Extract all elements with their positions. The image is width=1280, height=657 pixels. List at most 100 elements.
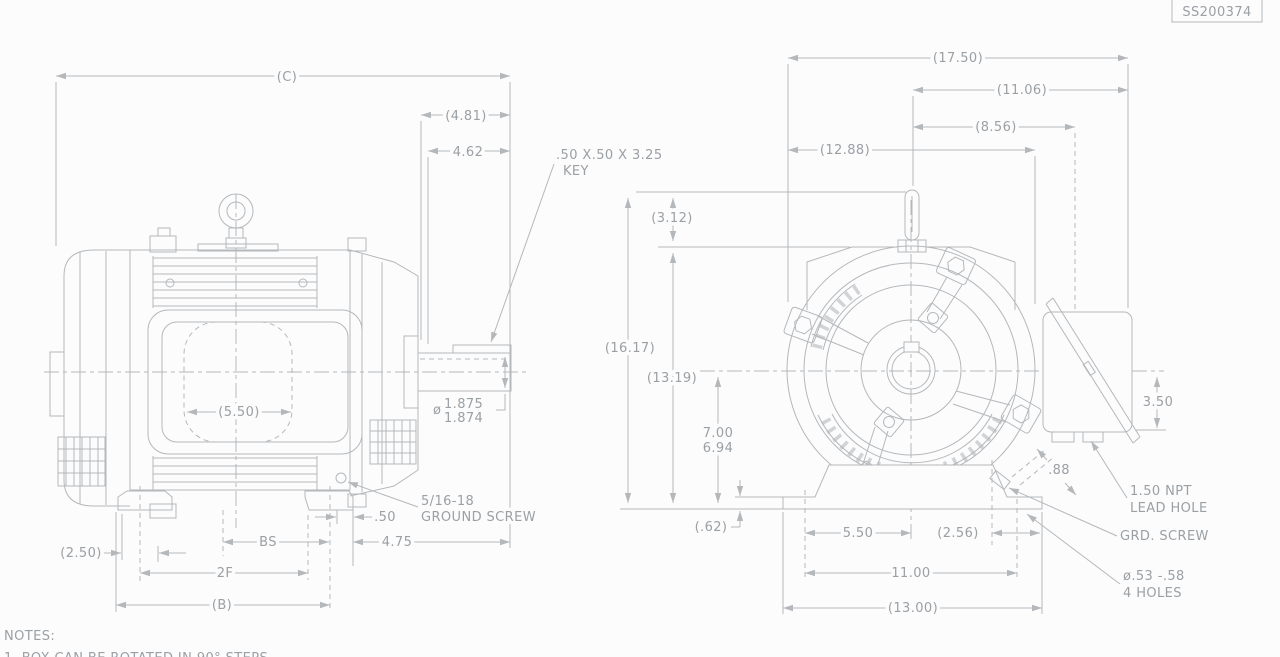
front-view: (17.50) (11.06) (8.56) (12.88) (3.12) (1… (601, 48, 1212, 620)
dim-088: .88 (1036, 448, 1077, 496)
motor-body (129, 243, 363, 491)
hex-bolt-icon (794, 315, 812, 335)
mounting-holes-callout: ø.53 -.58 4 HOLES (1026, 513, 1188, 605)
dim-1300-label: (13.00) (888, 601, 938, 616)
ground-screw-line2: GROUND SCREW (421, 510, 536, 525)
dim-550-front: 5.50 (805, 523, 911, 545)
key-callout: .50 X.50 X 3.25 KEY (490, 145, 666, 343)
dim-b-label: (B) (212, 598, 232, 613)
dia-upper: 1.875 (444, 397, 483, 412)
holes-line2: 4 HOLES (1123, 586, 1182, 601)
notes-heading: NOTES: (4, 629, 55, 644)
dim-050: .50 (315, 507, 399, 566)
dim-1319: (13.19) (643, 253, 700, 503)
dim-250: (2.50) (57, 514, 186, 565)
dim-1617: (16.17) (601, 198, 783, 510)
grd-screw-boss (989, 469, 1011, 491)
notes-line1: 1. BOX CAN BE ROTATED IN 90° STEPS (4, 651, 268, 657)
dia-symbol: ø (433, 403, 441, 418)
eyebolt-front (897, 189, 927, 253)
base-front (782, 448, 1055, 516)
lead-hole-line1: 1.50 NPT (1130, 484, 1192, 499)
dim-312: (3.12) (636, 191, 906, 248)
dim-475-label: 4.75 (382, 535, 413, 550)
eyebolt-side (218, 193, 254, 249)
dim-1300: (13.00) (782, 512, 1043, 620)
dim-350-label: 3.50 (1143, 395, 1174, 410)
dim-062-label: (.62) (695, 520, 728, 535)
dim-481-label: (4.81) (445, 109, 487, 124)
grd-screw-label: GRD. SCREW (1120, 529, 1209, 544)
dim-1106-label: (11.06) (997, 83, 1047, 98)
ground-screw (335, 472, 347, 484)
grd-screw-callout: GRD. SCREW (1008, 487, 1212, 548)
dim-050-label: .50 (374, 510, 396, 525)
dim-481: (4.81) (420, 106, 510, 340)
dim-250-label: (2.50) (60, 546, 102, 561)
drawing-number: SS200374 (1182, 5, 1251, 20)
holes-line1: ø.53 -.58 (1123, 569, 1185, 584)
dim-550b-label: 5.50 (843, 526, 874, 541)
dim-1750: (17.50) (787, 48, 1129, 308)
key-note-line1: .50 X.50 X 3.25 (556, 148, 663, 163)
vent-grille-left (57, 436, 106, 487)
lead-hole-line2: LEAD HOLE (1130, 501, 1208, 516)
dim-350: 3.50 (1135, 377, 1176, 431)
dim-462-label: 4.62 (453, 145, 484, 160)
lead-hole-callout: 1.50 NPT LEAD HOLE (1090, 440, 1211, 520)
dim-088-label: .88 (1048, 463, 1070, 478)
hex-bolt-icon (1012, 404, 1030, 424)
fan-cover (49, 227, 177, 519)
dim-2f-label: 2F (217, 566, 234, 581)
dim-256-label: (2.56) (937, 526, 979, 541)
dim-475: 4.75 (353, 532, 510, 554)
dim-shaft-diameter: ø 1.875 1.874 (430, 357, 509, 430)
dim-2f: 2F (140, 515, 309, 585)
side-view: (C) (4.81) 4.62 .50 X.50 X 3.25 KEY (5.5… (44, 67, 666, 617)
key-note-line2: KEY (563, 164, 589, 179)
dim-312-label: (3.12) (651, 211, 693, 226)
title-block: SS200374 (1171, 0, 1263, 24)
vent-grille-right (369, 419, 417, 465)
dia-lower: 1.874 (444, 411, 483, 426)
dim-062: (.62) (691, 480, 786, 539)
shaft (403, 335, 512, 409)
dim-bs: BS (222, 510, 329, 556)
bolt-pad-left (783, 306, 823, 344)
dim-1106: (11.06) (912, 80, 1128, 186)
dim-1100: 11.00 (804, 518, 1018, 585)
dim-c-label: (C) (277, 70, 297, 85)
dim-1319-label: (13.19) (647, 371, 697, 386)
dim-body-550: (5.50) (187, 402, 291, 424)
dim-b: (B) (115, 512, 330, 617)
shaft-key (452, 344, 512, 354)
dim-700-label: 7.00 (703, 426, 734, 441)
conduit-box (1042, 297, 1141, 444)
dim-856: (8.56) (913, 117, 1076, 310)
hex-bolt-icon (947, 256, 965, 276)
dim-1100-label: 11.00 (891, 566, 930, 581)
dim-overall-length-c: (C) (55, 67, 511, 548)
dim-1617-label: (16.17) (605, 341, 655, 356)
ground-screw-line1: 5/16-18 (421, 494, 474, 509)
dim-462: 4.62 (427, 142, 510, 344)
dim-1288-label: (12.88) (820, 143, 870, 158)
dim-694-label: 6.94 (703, 441, 734, 456)
ground-screw-callout: 5/16-18 GROUND SCREW (347, 481, 539, 529)
vent-louvers (810, 283, 1005, 478)
dim-1288: (12.88) (788, 140, 1036, 304)
shaft-keyway (903, 341, 920, 353)
bolt-pad-right (1000, 394, 1042, 434)
dim-shaft-height: 7.00 6.94 (699, 377, 736, 503)
hub-pad-lower (873, 406, 905, 438)
face-arms (811, 276, 1011, 471)
dim-856-label: (8.56) (975, 120, 1017, 135)
dim-bs-label: BS (259, 535, 277, 550)
dim-550-label: (5.50) (218, 405, 260, 420)
bolt-pad-top-right (936, 247, 976, 285)
dim-256: (2.56) (934, 460, 1040, 545)
notes: NOTES: 1. BOX CAN BE ROTATED IN 90° STEP… (1, 626, 272, 657)
dim-1750-label: (17.50) (933, 51, 983, 66)
